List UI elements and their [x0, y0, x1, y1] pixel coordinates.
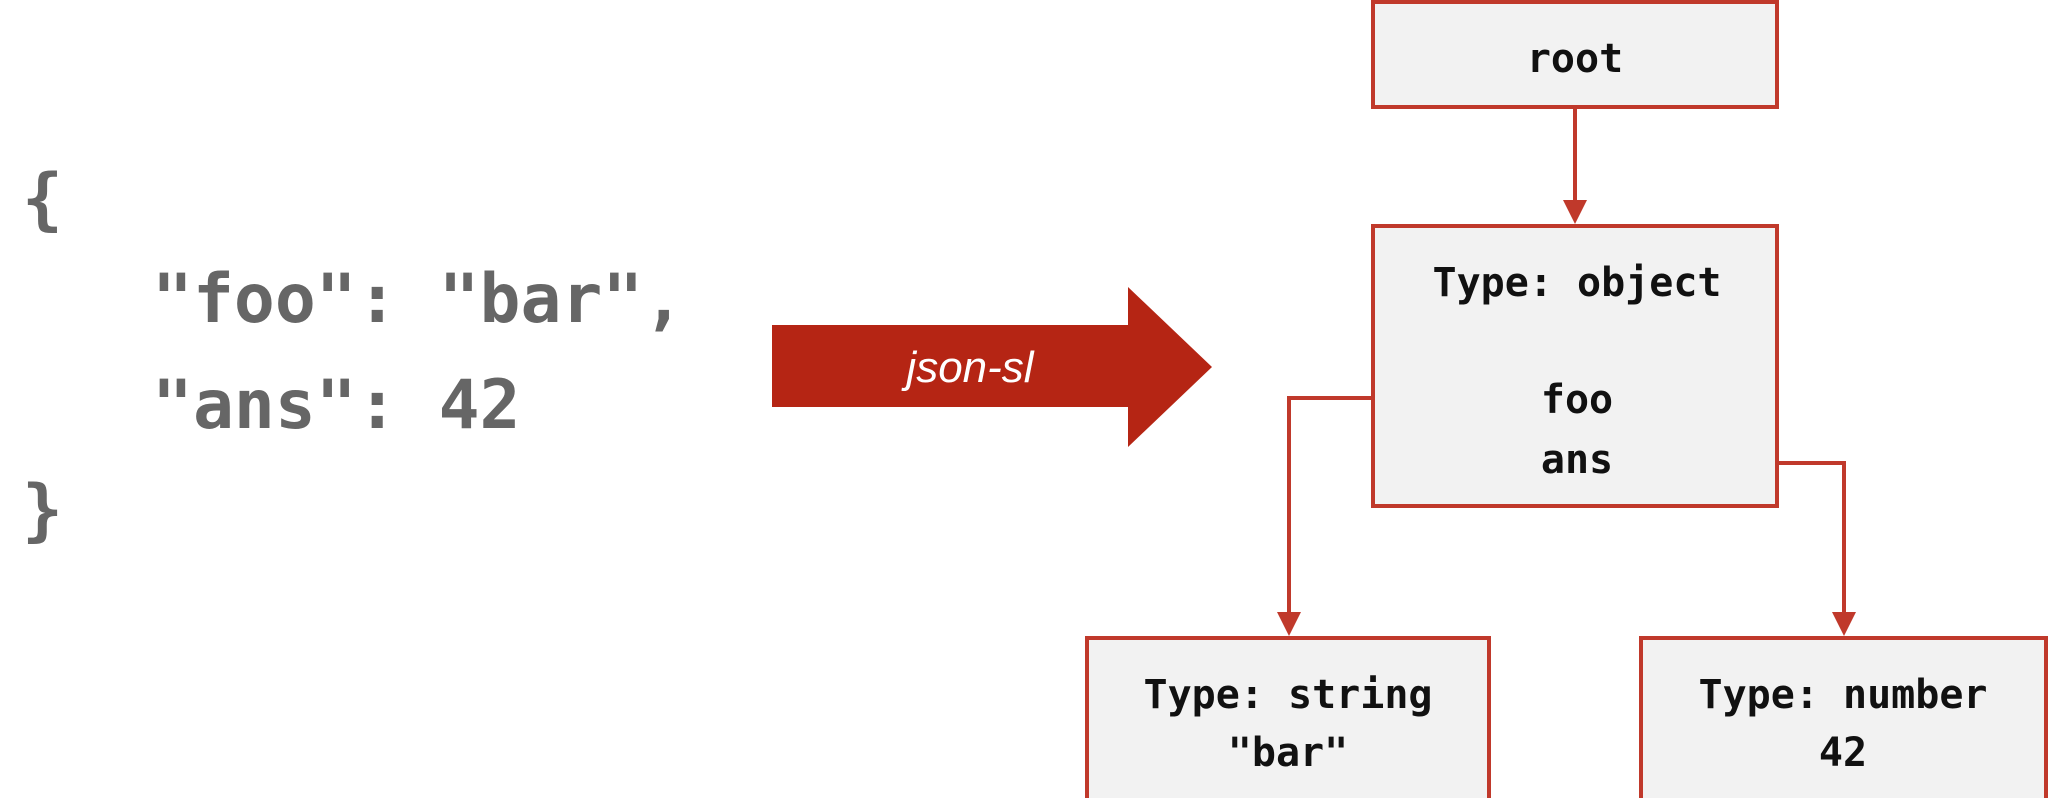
- tree-node-object: Type: object foo ans: [1371, 224, 1779, 508]
- string-type-label: Type: string: [1144, 672, 1433, 718]
- code-line-foo: "foo": "bar",: [152, 260, 684, 339]
- number-box: [1639, 636, 2048, 798]
- tree-node-number: Type: number 42: [1639, 636, 2048, 798]
- object-box: [1371, 224, 1779, 508]
- object-type-label: Type: object: [1433, 260, 1722, 306]
- code-line-ans: "ans": 42: [152, 366, 520, 445]
- tree-node-string: Type: string "bar": [1085, 636, 1491, 798]
- arrowhead-number: [1832, 612, 1856, 636]
- transform-arrow-label: json-sl: [901, 343, 1034, 392]
- tree-node-root: root: [1371, 0, 1779, 109]
- transform-arrow-shape: [772, 287, 1212, 447]
- root-label: root: [1527, 36, 1623, 82]
- transform-arrow: json-sl: [772, 287, 1212, 447]
- root-box: [1371, 0, 1779, 109]
- code-line-open-brace: {: [22, 160, 63, 239]
- string-value: "bar": [1228, 730, 1348, 776]
- object-key-ans: ans: [1541, 437, 1613, 483]
- json-source-code: { "foo": "bar", "ans": 42 }: [22, 160, 684, 550]
- arrowhead-object: [1563, 200, 1587, 224]
- string-box: [1085, 636, 1491, 798]
- number-type-label: Type: number: [1699, 672, 1988, 718]
- number-value: 42: [1819, 730, 1867, 776]
- arrowhead-string: [1277, 612, 1301, 636]
- object-key-foo: foo: [1541, 377, 1613, 423]
- code-line-close-brace: }: [22, 471, 63, 550]
